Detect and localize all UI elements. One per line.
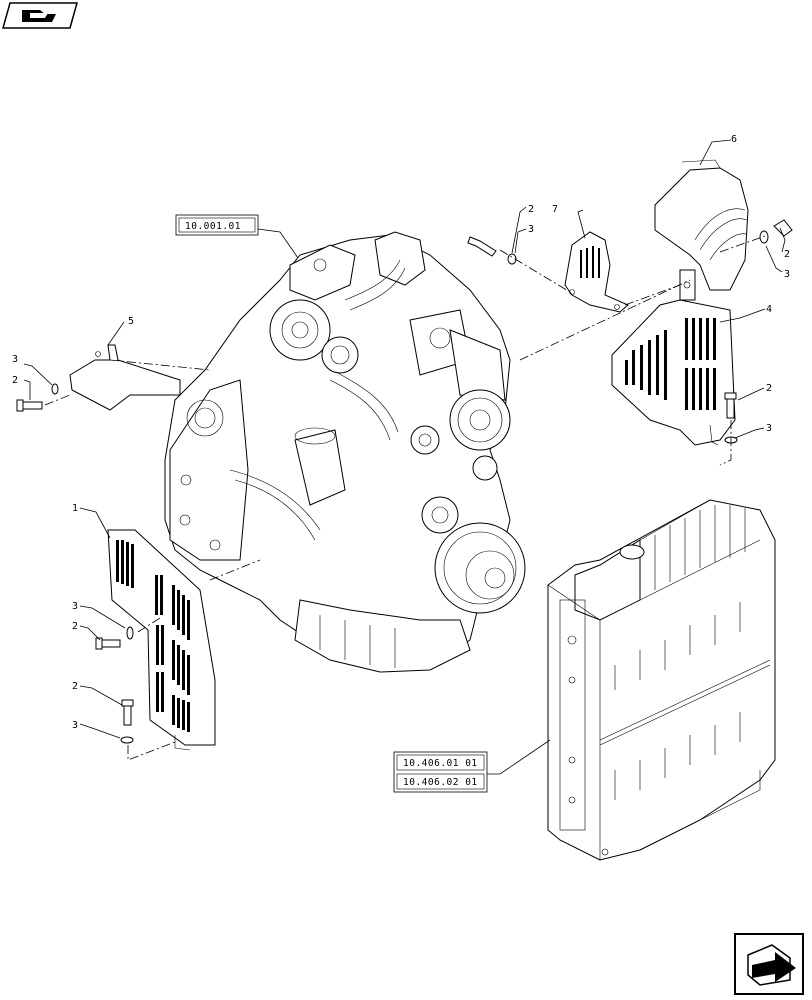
callout-1: 1 (72, 503, 78, 514)
callout-2: 2 (72, 681, 78, 692)
callout-3: 3 (72, 720, 78, 731)
callout-3: 3 (766, 423, 772, 434)
callout-5: 5 (128, 316, 134, 327)
fasteners (16, 219, 793, 744)
callout-numbers: 5 3 2 2 3 7 6 2 3 4 2 3 1 3 2 2 3 (12, 134, 790, 731)
radiator-reference-label-2: 10.406.02 01 (403, 777, 478, 788)
callout-4: 4 (766, 304, 772, 315)
part-7-bracket (564, 231, 629, 313)
washer (51, 383, 59, 395)
callout-3: 3 (12, 354, 18, 365)
part-1-shield (107, 529, 216, 751)
radiator-assembly (547, 499, 776, 861)
next-page-arrow-icon[interactable] (734, 933, 804, 995)
book-pointer-icon[interactable] (2, 2, 78, 29)
engine-assembly (164, 231, 526, 673)
callout-3: 3 (784, 269, 790, 280)
bolt-head (16, 399, 24, 412)
part-4-shield (611, 269, 736, 446)
engine-reference-label: 10.001.01 (185, 221, 241, 232)
part-5-bracket (69, 344, 181, 411)
bolt (21, 401, 43, 410)
callout-2: 2 (784, 249, 790, 260)
callout-2: 2 (766, 383, 772, 394)
callout-6: 6 (731, 134, 737, 145)
radiator-reference[interactable]: 10.406.01 01 10.406.02 01 (393, 751, 488, 793)
callout-3: 3 (528, 224, 534, 235)
part-6-guard (654, 159, 749, 291)
callout-7: 7 (552, 204, 558, 215)
callout-2: 2 (12, 375, 18, 386)
leader-lines (23, 139, 786, 775)
engine-reference[interactable]: 10.001.01 (175, 214, 259, 236)
callout-2: 2 (528, 204, 534, 215)
callout-3: 3 (72, 601, 78, 612)
radiator-reference-label-1: 10.406.01 01 (403, 758, 478, 769)
callout-2: 2 (72, 621, 78, 632)
